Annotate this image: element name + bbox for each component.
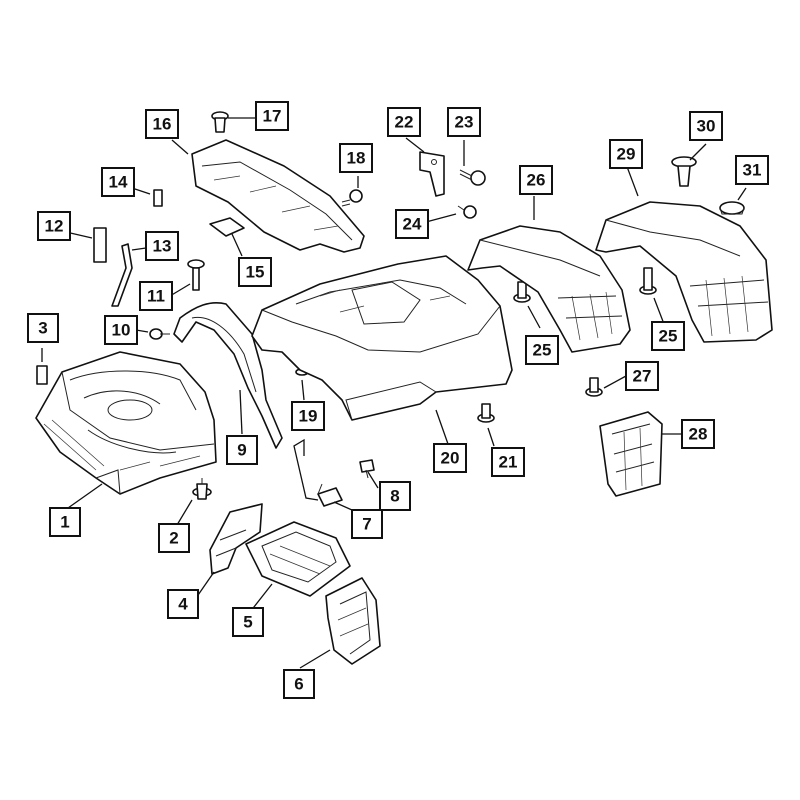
part-2-push-pin [192, 478, 212, 500]
part-14-pad [153, 189, 163, 207]
part-21-push-pin [477, 403, 495, 423]
callout-22: 22 [387, 107, 421, 137]
part-9-curved-trim [173, 302, 283, 449]
part-22-bracket [419, 151, 445, 197]
svg-text:25: 25 [659, 327, 678, 346]
part-18-bolt [341, 189, 363, 207]
callout-3: 3 [27, 313, 59, 343]
svg-text:25: 25 [533, 341, 552, 360]
svg-text:7: 7 [362, 515, 371, 534]
callout-9: 9 [226, 435, 258, 465]
callout-24: 24 [395, 209, 429, 239]
part-1-front-shell [35, 351, 217, 495]
svg-text:13: 13 [153, 237, 172, 256]
part-10-push-pin [149, 328, 170, 340]
svg-text:22: 22 [395, 113, 414, 132]
callout-8: 8 [379, 481, 411, 511]
svg-text:30: 30 [697, 117, 716, 136]
part-20-rear-shell [251, 255, 513, 421]
callout-10: 10 [104, 315, 138, 345]
svg-text:31: 31 [743, 161, 762, 180]
svg-text:3: 3 [38, 319, 47, 338]
leader-lines [41, 117, 747, 669]
callout-14: 14 [101, 167, 135, 197]
svg-text:8: 8 [390, 487, 399, 506]
part-16-upper-panel [191, 139, 365, 253]
part-8-screw [359, 459, 375, 479]
part-28-bracket-plate [599, 411, 663, 497]
callout-25-left: 25 [525, 335, 559, 365]
svg-text:27: 27 [633, 367, 652, 386]
callout-13: 13 [145, 231, 179, 261]
svg-text:17: 17 [263, 107, 282, 126]
part-31-cap [719, 201, 745, 215]
svg-text:11: 11 [147, 287, 165, 306]
svg-text:20: 20 [441, 449, 460, 468]
callout-25-right: 25 [651, 321, 685, 351]
svg-text:16: 16 [153, 115, 172, 134]
svg-text:2: 2 [169, 529, 178, 548]
callout-1: 1 [49, 507, 81, 537]
part-27-push-pin [585, 377, 603, 397]
svg-text:29: 29 [617, 145, 636, 164]
callout-7: 7 [351, 509, 383, 539]
svg-text:26: 26 [527, 171, 546, 190]
svg-text:23: 23 [455, 113, 474, 132]
callout-29: 29 [609, 139, 643, 169]
callout-16: 16 [145, 109, 179, 139]
svg-text:10: 10 [112, 321, 131, 340]
callout-26: 26 [519, 165, 553, 195]
part-7-clip-bracket [317, 483, 343, 507]
callout-23: 23 [447, 107, 481, 137]
callout-28: 28 [681, 419, 715, 449]
part-17-bolt [211, 111, 229, 133]
part-23-bolt [459, 169, 486, 186]
callout-2: 2 [158, 523, 190, 553]
part-24-push-pin [457, 205, 477, 219]
part-13-strap [111, 243, 133, 307]
callout-31: 31 [735, 155, 769, 185]
svg-text:18: 18 [347, 149, 366, 168]
callout-12: 12 [37, 211, 71, 241]
svg-text:12: 12 [45, 217, 64, 236]
part-5-tray [245, 521, 351, 597]
svg-text:28: 28 [689, 425, 708, 444]
callout-21: 21 [491, 447, 525, 477]
callout-5: 5 [232, 607, 264, 637]
svg-text:1: 1 [60, 513, 69, 532]
part-11-pin [187, 259, 205, 291]
callout-11: 11 [139, 281, 173, 311]
svg-text:4: 4 [178, 595, 188, 614]
callout-27: 27 [625, 361, 659, 391]
callout-17: 17 [255, 101, 289, 131]
svg-text:5: 5 [243, 613, 252, 632]
part-15-clip [209, 217, 245, 237]
part-3-pad [36, 365, 48, 385]
callout-6: 6 [283, 669, 315, 699]
svg-text:15: 15 [246, 263, 265, 282]
svg-text:14: 14 [109, 173, 128, 192]
svg-text:6: 6 [294, 675, 303, 694]
part-4-side-panel [209, 503, 263, 575]
callout-19: 19 [291, 401, 325, 431]
callout-15: 15 [238, 257, 272, 287]
callout-30: 30 [689, 111, 723, 141]
callout-4: 4 [167, 589, 199, 619]
svg-text:24: 24 [403, 215, 422, 234]
callout-18: 18 [339, 143, 373, 173]
callout-20: 20 [433, 443, 467, 473]
svg-text:19: 19 [299, 407, 318, 426]
part-6-bracket [325, 577, 381, 665]
part-30-push-fastener [671, 156, 697, 187]
part-12-strip [93, 227, 107, 263]
part-25-pin-right [639, 267, 657, 295]
part-26-rear-trim [467, 225, 631, 353]
part-29-rear-outer-trim [595, 201, 773, 343]
svg-text:21: 21 [499, 453, 518, 472]
svg-text:9: 9 [237, 441, 246, 460]
part-25-pin-left [513, 281, 531, 303]
